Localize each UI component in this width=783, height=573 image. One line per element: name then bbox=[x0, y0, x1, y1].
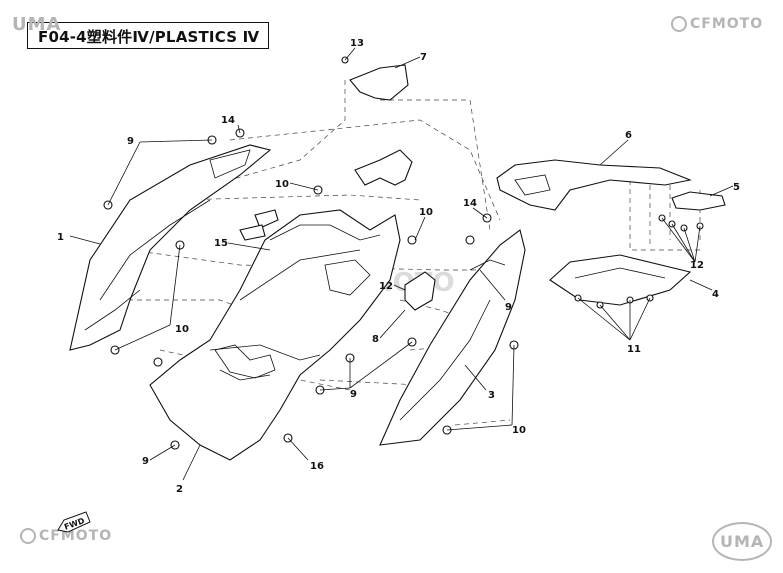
callout-14-left: 14 bbox=[221, 115, 235, 126]
forward-direction-arrow: FWD bbox=[57, 511, 91, 533]
callout-7: 7 bbox=[420, 52, 427, 63]
callout-9-bottom: 9 bbox=[142, 456, 149, 467]
callout-1: 1 bbox=[57, 232, 64, 243]
callout-8: 8 bbox=[372, 334, 379, 345]
title-box: F04-4塑料件Ⅳ/PLASTICS Ⅳ bbox=[27, 22, 269, 49]
part-4-tail-cover bbox=[549, 254, 692, 306]
cfmoto-logo-icon bbox=[671, 16, 687, 32]
callout-9-top: 9 bbox=[127, 136, 134, 147]
uma-logo-ring: UMA bbox=[712, 522, 773, 561]
callout-4: 4 bbox=[712, 289, 719, 300]
part-1-left-side-panel bbox=[69, 144, 272, 351]
callout-14-right: 14 bbox=[463, 198, 477, 209]
fasteners bbox=[103, 56, 704, 450]
leader-lines bbox=[69, 47, 734, 481]
callout-13: 13 bbox=[350, 38, 364, 49]
cfmoto-logo-icon bbox=[20, 528, 36, 544]
callout-11: 11 bbox=[627, 344, 641, 355]
uma-logo-bottom-right: UMA bbox=[712, 522, 773, 561]
cfmoto-logo-text: CFMOTO bbox=[39, 528, 113, 544]
uma-logo-text: UMA bbox=[720, 532, 765, 551]
callout-10-right: 10 bbox=[419, 207, 433, 218]
callout-12-right: 12 bbox=[690, 260, 704, 271]
callout-10-left: 10 bbox=[175, 324, 189, 335]
uma-logo-text: UMA bbox=[12, 14, 62, 35]
callout-10-top: 10 bbox=[275, 179, 289, 190]
callout-9-right: 9 bbox=[505, 302, 512, 313]
callout-6: 6 bbox=[625, 130, 632, 141]
part-5-light bbox=[671, 191, 726, 211]
callout-12-center: 12 bbox=[379, 281, 393, 292]
part-2-center-undertray bbox=[149, 209, 401, 461]
callout-2: 2 bbox=[176, 484, 183, 495]
callout-16: 16 bbox=[310, 461, 324, 472]
callout-15: 15 bbox=[214, 238, 228, 249]
cfmoto-logo-text: CFMOTO bbox=[690, 16, 764, 32]
callout-3: 3 bbox=[488, 390, 495, 401]
cfmoto-logo-bottom-left: CFMOTO bbox=[20, 528, 112, 544]
top-center-bracket bbox=[354, 149, 413, 186]
callout-9-center: 9 bbox=[350, 389, 357, 400]
part-8-bracket bbox=[404, 271, 436, 311]
callout-10-bottom: 10 bbox=[512, 425, 526, 436]
diagram-title: F04-4塑料件Ⅳ/PLASTICS Ⅳ bbox=[38, 28, 260, 46]
part-7-top-bracket bbox=[349, 64, 409, 101]
uma-logo-top-left: UMA bbox=[12, 14, 61, 35]
cfmoto-logo-top-right: CFMOTO bbox=[671, 16, 763, 32]
callout-5: 5 bbox=[733, 182, 740, 193]
part-3-right-side-panel bbox=[379, 229, 526, 446]
part-15-center-grille bbox=[239, 209, 279, 241]
callout-labels: 1 2 3 4 5 6 7 8 9 9 9 9 10 10 10 10 11 1… bbox=[57, 38, 740, 495]
part-6-rear-bracket bbox=[496, 159, 692, 211]
